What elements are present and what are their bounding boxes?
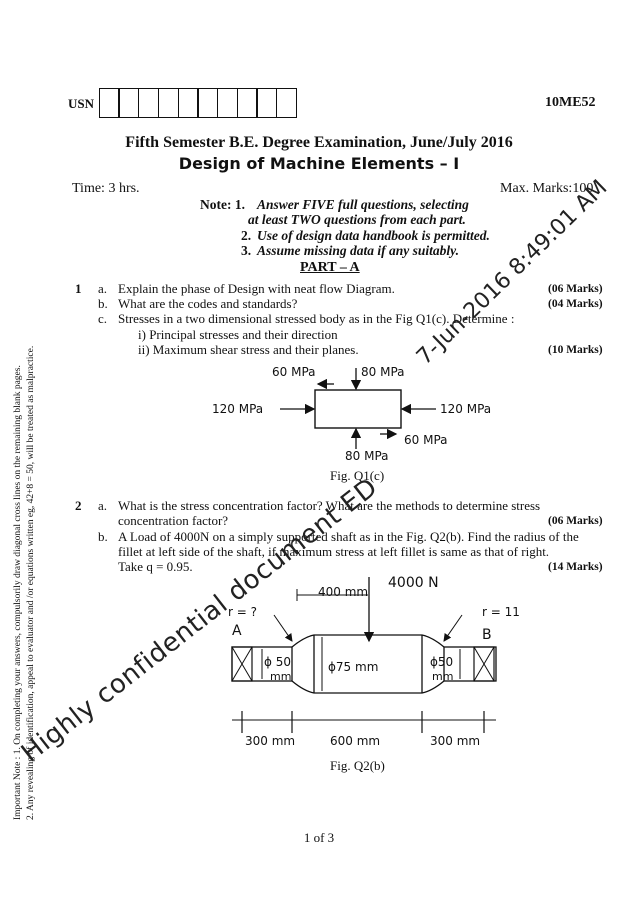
exam-title: Fifth Semester B.E. Degree Examination, …	[125, 134, 513, 151]
fig-q1c-caption: Fig. Q1(c)	[330, 468, 385, 483]
q1-number: 1	[75, 281, 82, 296]
q2-d-right-unit: mm	[432, 670, 454, 683]
course-code: 10ME52	[545, 95, 596, 110]
sidebar-line1: Important Note : 1. On completing your a…	[13, 365, 23, 820]
fig-q2b-diagram	[231, 577, 497, 733]
q2-point-b: B	[482, 627, 492, 643]
right-bearing	[473, 646, 495, 682]
q1a-text: Explain the phase of Design with neat fl…	[118, 281, 395, 296]
q1c-text: Stresses in a two dimensional stressed b…	[118, 311, 515, 326]
q1-top-shear-label: 60 MPa	[272, 365, 316, 379]
q2a-marks: (06 Marks)	[548, 515, 603, 527]
usn-box	[118, 88, 140, 118]
q1b-marks: (04 Marks)	[548, 298, 603, 310]
usn-box	[138, 88, 160, 118]
q1c-letter: c.	[98, 311, 108, 326]
q2-load-pos-label: 400 mm	[318, 585, 369, 599]
q2-len-left: 300 mm	[245, 734, 296, 748]
max-marks: Max. Marks:100	[500, 181, 594, 196]
q1b-letter: b.	[98, 296, 108, 311]
q2-point-a: A	[232, 623, 242, 639]
shaft-middle-bottom	[291, 680, 445, 694]
q2-len-right: 300 mm	[430, 734, 481, 748]
shaft-middle-top	[291, 634, 445, 648]
usn-box	[98, 88, 120, 118]
shaft-right-step	[443, 646, 497, 682]
left-bearing	[231, 646, 253, 682]
q2-d-mid: ϕ75 mm	[328, 660, 379, 674]
q2-d-left-unit: mm	[270, 670, 292, 683]
stress-element	[314, 389, 402, 429]
q2a-text1: What is the stress concentration factor?…	[118, 498, 541, 513]
note-line1b: at least TWO questions from each part.	[248, 212, 466, 227]
time-allowed: Time: 3 hrs.	[72, 181, 140, 196]
fig-q1c-diagram	[280, 368, 436, 449]
usn-box	[197, 88, 219, 118]
usn-box	[177, 88, 199, 118]
q2b-text2: fillet at left side of the shaft, if max…	[118, 544, 550, 559]
part-heading: PART – A	[300, 260, 360, 275]
q1-bottom-shear-label: 60 MPa	[404, 433, 448, 447]
right-fillet-pointer	[443, 614, 463, 642]
q2-len-mid: 600 mm	[330, 734, 381, 748]
q2-d-right: ϕ50	[430, 655, 454, 669]
fig-q2b-caption: Fig. Q2(b)	[330, 758, 385, 773]
q1-top-normal-label: 80 MPa	[361, 365, 405, 379]
usn-box	[236, 88, 258, 118]
page-number: 1 of 3	[303, 830, 335, 845]
note-line1: Answer FIVE full questions, selecting	[257, 197, 469, 212]
note-line3: Assume missing data if any suitably.	[257, 243, 460, 258]
q2b-text3: Take q = 0.95.	[118, 559, 193, 574]
usn-label: USN	[68, 96, 95, 111]
usn-box	[157, 88, 179, 118]
q2b-letter: b.	[98, 529, 108, 544]
usn-box	[256, 88, 278, 118]
q2b-marks: (14 Marks)	[548, 561, 603, 573]
q1c-marks: (10 Marks)	[548, 344, 603, 356]
note-line2: Use of design data handbook is permitted…	[257, 228, 490, 243]
q1a-marks: (06 Marks)	[548, 283, 603, 295]
q2-load-label: 4000 N	[388, 575, 439, 591]
q2a-letter: a.	[98, 498, 108, 513]
q2-number: 2	[75, 498, 82, 513]
q2-r-left-label: r = ?	[228, 605, 257, 619]
q1-bottom-normal-label: 80 MPa	[345, 449, 389, 463]
usn-boxes	[98, 88, 298, 118]
q1c-i: i) Principal stresses and their directio…	[138, 327, 338, 342]
note-num2: 2.	[241, 228, 252, 243]
q1-left-label: 120 MPa	[212, 402, 264, 416]
q1b-text: What are the codes and standards?	[118, 296, 298, 311]
q1c-ii: ii) Maximum shear stress and their plane…	[138, 342, 359, 357]
usn-box	[216, 88, 238, 118]
left-fillet-pointer	[273, 614, 293, 642]
q1-right-label: 120 MPa	[440, 402, 492, 416]
note-num3: 3.	[241, 243, 252, 258]
subject-title: Design of Machine Elements – I	[178, 154, 460, 173]
note-lead: Note: 1.	[200, 197, 245, 212]
q2b-text1: A Load of 4000N on a simply supported sh…	[118, 529, 579, 544]
q2-r-right-label: r = 11	[482, 605, 520, 619]
q2-d-left: ϕ 50	[264, 655, 291, 669]
q1a-letter: a.	[98, 281, 108, 296]
usn-box	[276, 88, 298, 118]
q2a-text2: concentration factor?	[118, 513, 229, 528]
